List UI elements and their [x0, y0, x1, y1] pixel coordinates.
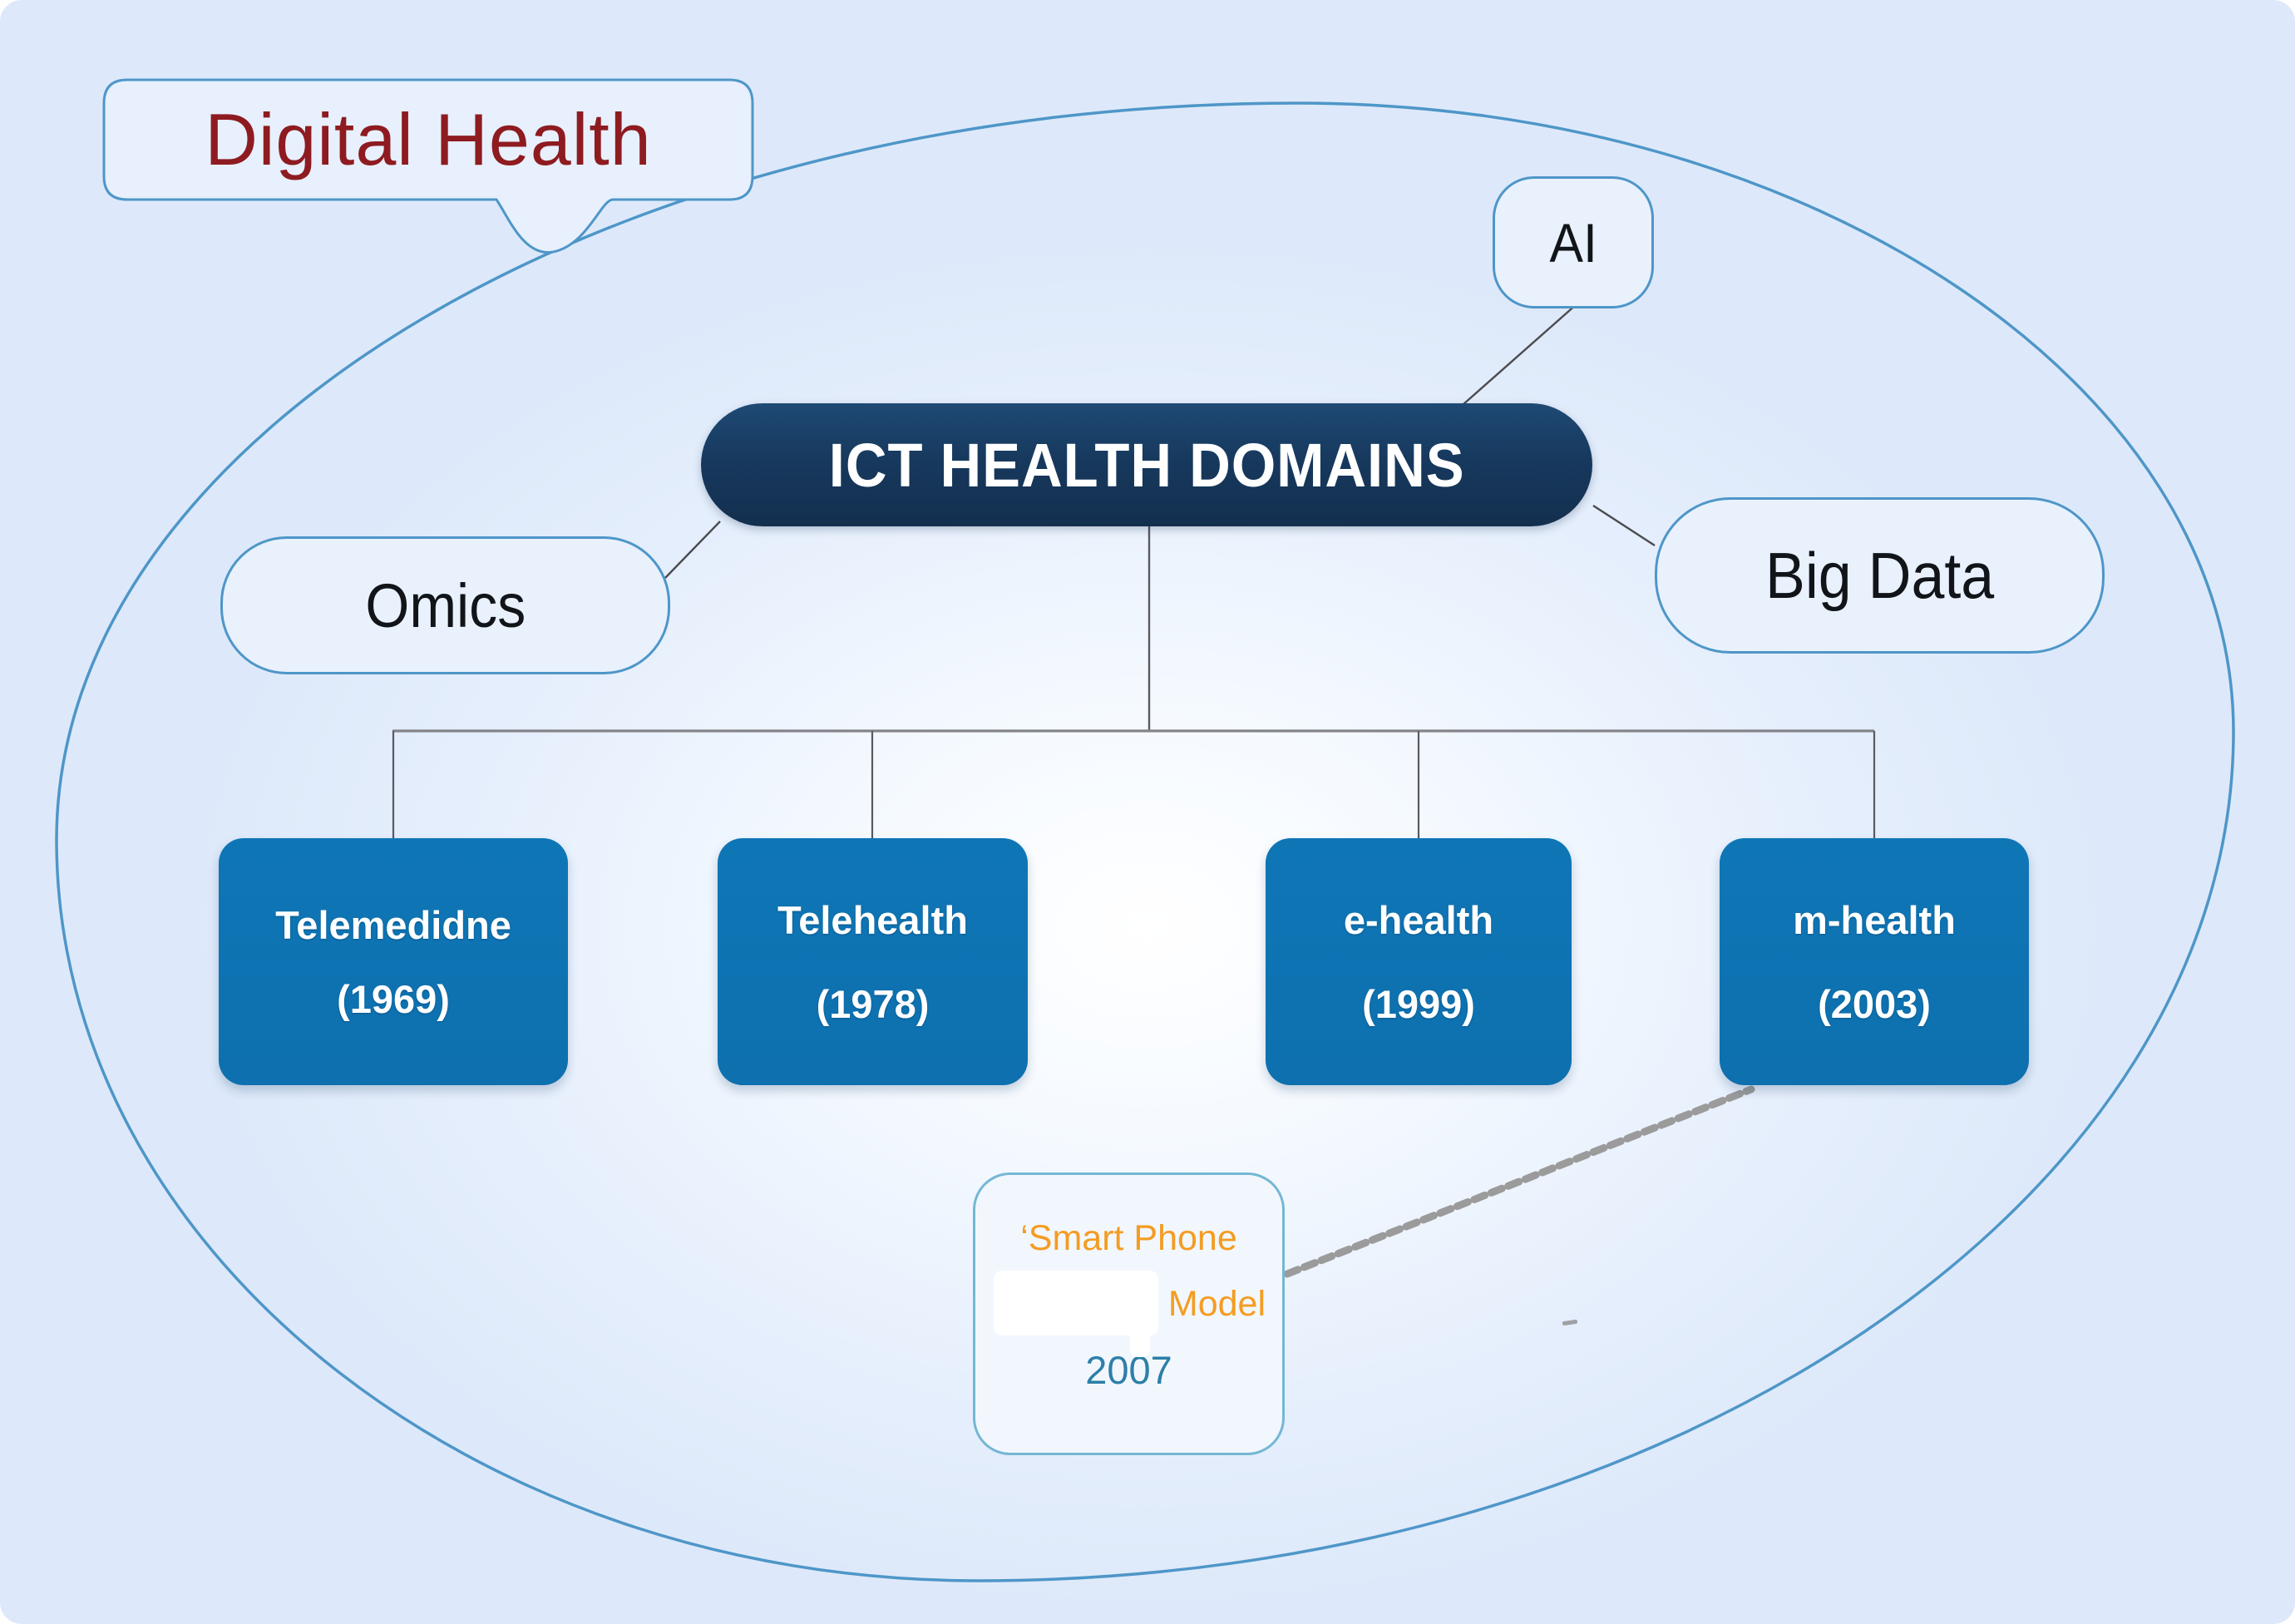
smartphone-note-line2: Model — [975, 1266, 1282, 1357]
dashed-link-note-mhealth — [1283, 1085, 1755, 1278]
outer-ellipse — [55, 101, 2235, 1582]
speech-bubble-shape — [102, 78, 754, 254]
ehealth-box: e-health (1999) — [1266, 838, 1572, 1085]
telemedicine-box: Telemedidne (1969) — [219, 838, 568, 1085]
omics-label: Omics — [365, 570, 526, 640]
telehealth-name: Telehealth — [777, 897, 968, 942]
smartphone-note-year: 2007 — [1085, 1348, 1172, 1392]
ehealth-name: e-health — [1343, 897, 1494, 942]
telehealth-box: Telehealth (1978) — [718, 838, 1028, 1085]
telehealth-year: (1978) — [816, 981, 930, 1026]
ai-label: AI — [1549, 211, 1597, 274]
connector-ai-root — [1463, 303, 1578, 405]
ai-node: AI — [1493, 176, 1654, 309]
smartphone-note-box: ‘Smart Phone Model 2007 — [973, 1172, 1285, 1455]
omics-node: Omics — [220, 536, 670, 674]
telemedicine-name: Telemedidne — [275, 902, 511, 947]
ict-health-domains-label: ICT HEALTH DOMAINS — [828, 430, 1465, 500]
big-data-node: Big Data — [1655, 497, 2105, 654]
mhealth-box: m-health (2003) — [1720, 838, 2029, 1085]
smartphone-note-model: Model — [1167, 1283, 1266, 1324]
smartphone-note-line1: ‘Smart Phone — [1020, 1218, 1237, 1258]
big-data-label: Big Data — [1764, 538, 1995, 612]
ict-health-domains-node: ICT HEALTH DOMAINS — [701, 403, 1592, 526]
mhealth-year: (2003) — [1818, 981, 1931, 1026]
ehealth-year: (1999) — [1362, 981, 1475, 1026]
mhealth-name: m-health — [1793, 897, 1956, 942]
connector-omics-root — [664, 521, 721, 579]
connector-bigdata-root — [1592, 504, 1656, 547]
redaction-blob-small — [1130, 1306, 1150, 1357]
digital-health-title: Digital Health — [104, 80, 753, 200]
telemedicine-year: (1969) — [337, 976, 450, 1021]
digital-health-title-label: Digital Health — [205, 98, 652, 180]
